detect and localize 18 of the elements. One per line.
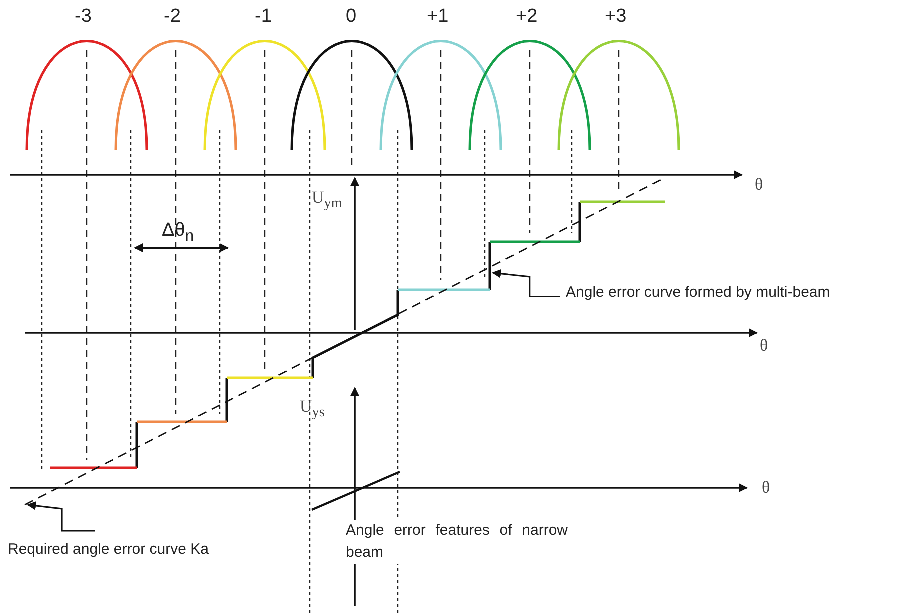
leader-line — [27, 501, 95, 532]
axis-label: θ — [762, 478, 770, 498]
annotation-text: Angle error curve formed by multi-beam — [566, 284, 830, 301]
axis-label: θ — [760, 336, 768, 356]
beam-number: +2 — [516, 6, 538, 28]
annotation-text: Angle error features of narrow beam — [346, 520, 568, 564]
axis-label: θ — [755, 175, 764, 195]
dimension-label: Δθ$_{n}$ — [162, 220, 194, 246]
beam-number: +3 — [605, 6, 627, 28]
beam-number: 0 — [346, 6, 357, 28]
leader-line — [492, 269, 560, 298]
beam-number: -1 — [255, 6, 272, 28]
axis-label: U$_{ym}$ — [312, 188, 342, 212]
beam-number: -2 — [164, 6, 181, 28]
annotation-text: Required angle error curve Ka — [8, 541, 209, 558]
beam-number: -3 — [75, 6, 92, 28]
beam-number: +1 — [427, 6, 449, 28]
axis-label: U$_{ys}$ — [300, 397, 325, 422]
